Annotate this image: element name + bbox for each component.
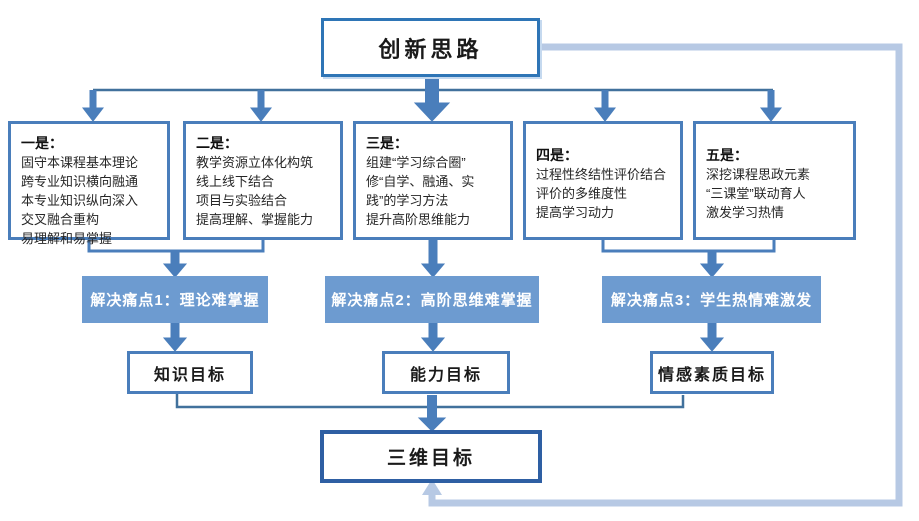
strategy-1-line: 交叉融合重构 — [21, 212, 100, 227]
strategy-3-label: 三是： — [366, 135, 408, 151]
strategy-2-line: 提高理解、掌握能力 — [196, 212, 314, 227]
strategy-4-line: 评价的多维度性 — [536, 186, 628, 201]
strategy-2-line: 线上线下结合 — [196, 174, 275, 189]
pain-point-3-label: 解决痛点3：学生热情难激发 — [610, 292, 813, 309]
feedback-loop-line — [428, 43, 903, 507]
node-goal-affective: 情感素质目标 — [650, 351, 774, 394]
arrow-to-final-goal — [417, 395, 447, 432]
strategy-2-line: 项目与实验结合 — [196, 193, 288, 208]
node-strategy-3: 三是： 组建“学习综合圈” 修“自学、融通、实践”的学习方法 提升高阶思维能力 — [353, 121, 513, 240]
feedback-loop-arrowhead — [422, 479, 442, 495]
strategy-2-label: 二是： — [196, 135, 238, 151]
pain-point-2-label: 解决痛点2：高阶思维难掌握 — [331, 292, 533, 309]
node-pain-point-1: 解决痛点1：理论难掌握 — [82, 276, 268, 323]
strategy-5-label: 五是： — [706, 147, 748, 163]
strategy-4-label: 四是： — [536, 147, 578, 163]
goal-affective-label: 情感素质目标 — [657, 366, 766, 384]
bracket-strategies-4-5 — [601, 240, 776, 253]
node-goal-ability: 能力目标 — [382, 351, 510, 394]
goal-ability-label: 能力目标 — [409, 366, 482, 384]
node-pain-point-2: 解决痛点2：高阶思维难掌握 — [325, 276, 539, 323]
node-innovation-title: 创新思路 — [321, 18, 540, 77]
arrow-title-to-strategy-3 — [413, 77, 451, 122]
strategy-4-line: 过程性终结性评价结合 — [536, 167, 667, 182]
node-strategy-1: 一是： 固守本课程基本理论 跨专业知识横向融通 本专业知识纵向深入 交叉融合重构… — [8, 121, 170, 246]
arrow-to-pain-2 — [420, 240, 446, 278]
strategy-3-line: 组建“学习综合圈” — [366, 155, 466, 170]
strategy-3-line: 提升高阶思维能力 — [366, 212, 471, 227]
strategy-2-line: 教学资源立体化构筑 — [196, 155, 314, 170]
pain-point-1-label: 解决痛点1：理论难掌握 — [90, 292, 260, 309]
strategy-1-line: 跨专业知识横向融通 — [21, 174, 139, 189]
node-strategy-2: 二是： 教学资源立体化构筑 线上线下结合 项目与实验结合 提高理解、掌握能力 — [183, 121, 343, 240]
node-goal-knowledge: 知识目标 — [127, 351, 253, 394]
strategy-4-line: 提高学习动力 — [536, 205, 615, 220]
node-final-3d-goal: 三维目标 — [320, 430, 542, 483]
innovation-title-label: 创新思路 — [378, 36, 483, 62]
strategy-1-line: 本专业知识纵向深入 — [21, 193, 139, 208]
arrows-to-strategies — [81, 90, 783, 122]
node-strategy-4: 四是： 过程性终结性评价结合 评价的多维度性 提高学习动力 — [523, 121, 683, 240]
strategy-1-line: 易理解和易掌握 — [21, 231, 113, 246]
strategy-5-line: “三课堂”联动育人 — [706, 186, 806, 201]
strategy-1-label: 一是： — [21, 135, 63, 151]
node-pain-point-3: 解决痛点3：学生热情难激发 — [602, 276, 821, 323]
node-strategy-5: 五是： 深挖课程思政元素 “三课堂”联动育人 激发学习热情 — [693, 121, 856, 240]
strategy-5-line: 激发学习热情 — [706, 205, 785, 220]
final-3d-goal-label: 三维目标 — [386, 448, 475, 469]
arrow-to-pain-1 — [162, 251, 188, 278]
strategy-3-line: 修“自学、融通、实践”的学习方法 — [366, 174, 475, 208]
strategy-5-line: 深挖课程思政元素 — [706, 167, 811, 182]
goal-knowledge-label: 知识目标 — [153, 366, 226, 384]
strategy-1-line: 固守本课程基本理论 — [21, 155, 139, 170]
arrow-to-pain-3 — [699, 251, 725, 278]
arrows-pain-to-goals — [162, 323, 725, 352]
